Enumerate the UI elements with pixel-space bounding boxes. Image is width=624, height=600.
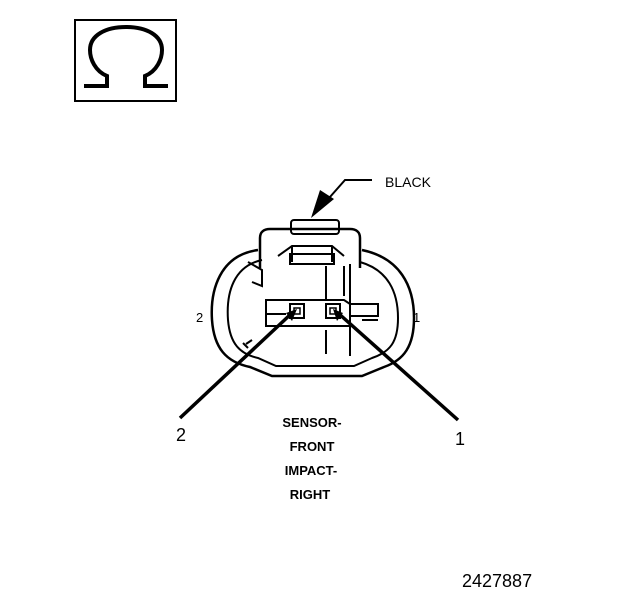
connector-outer-shell	[210, 248, 416, 378]
component-line-4: RIGHT	[290, 487, 331, 502]
connector-latch-nub	[290, 219, 340, 235]
connector-collar	[258, 227, 362, 268]
terminal-cavity-2	[289, 303, 305, 319]
symbol-frame	[74, 19, 177, 102]
callout-2-label: 2	[176, 425, 186, 445]
latch-ramp	[277, 245, 345, 257]
callout-leader-2	[178, 311, 294, 420]
component-line-1: SENSOR-	[282, 415, 341, 430]
latch-window	[289, 253, 335, 265]
component-name: SENSOR- FRONT IMPACT- RIGHT	[282, 415, 341, 502]
ohm-icon	[84, 24, 168, 88]
figure-id: 2427887	[462, 571, 532, 591]
component-line-3: IMPACT-	[285, 463, 337, 478]
pin-1-label: 1	[413, 310, 420, 325]
terminal-cavity-1	[325, 303, 341, 319]
pin-2-label: 2	[196, 310, 203, 325]
callout-leader-1	[336, 311, 460, 422]
connector-body	[210, 219, 416, 378]
component-line-2: FRONT	[290, 439, 335, 454]
connector-color-label: BLACK	[385, 174, 432, 190]
color-pointer	[311, 179, 372, 218]
connector-inner-shell	[226, 259, 400, 367]
pointer-arrowhead	[311, 190, 334, 218]
ohm-symbol-box	[74, 19, 177, 102]
terminal-carrier	[265, 299, 379, 327]
callout-arrow-1	[333, 309, 343, 321]
callout-1-label: 1	[455, 429, 465, 449]
left-tab	[247, 261, 263, 288]
callout-arrow-2	[286, 309, 297, 321]
